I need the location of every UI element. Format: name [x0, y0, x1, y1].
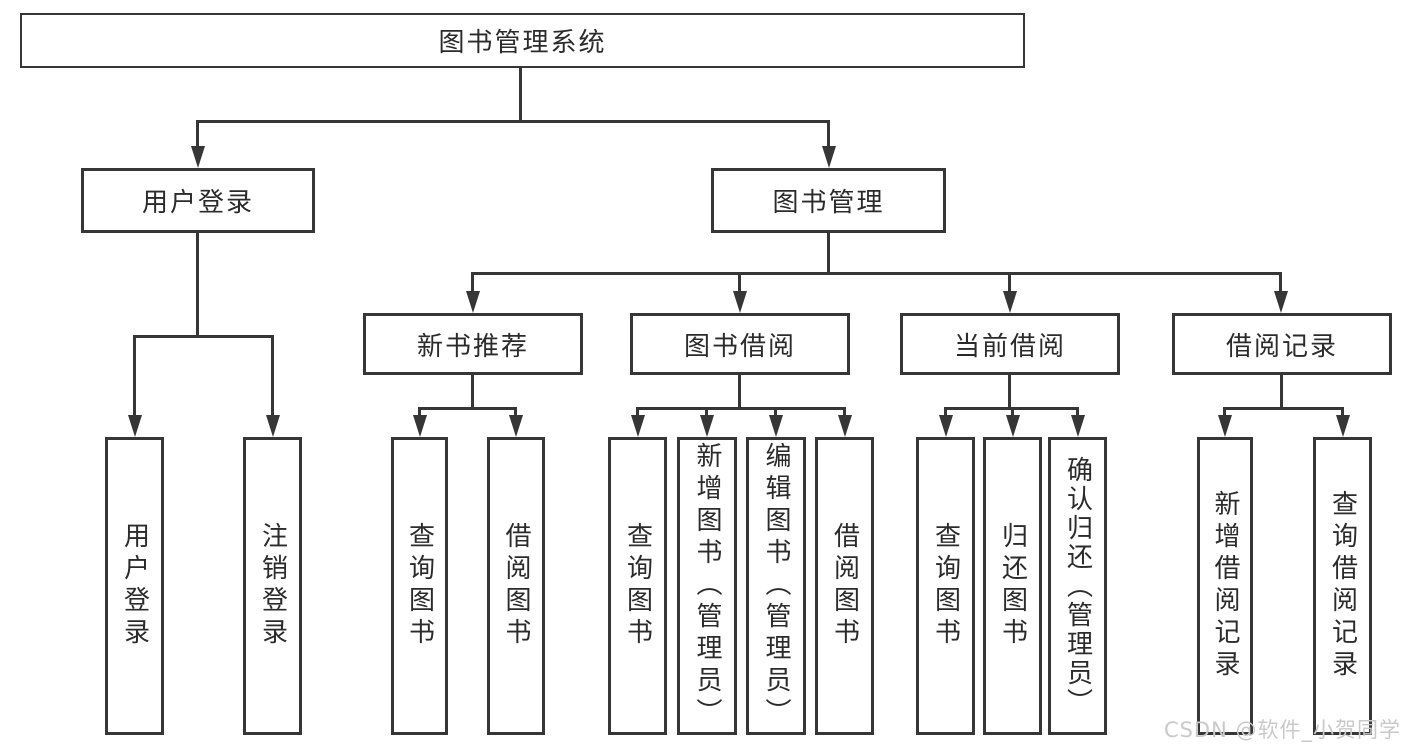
connector-line [197, 120, 830, 123]
node-label: 归还图书 [997, 522, 1028, 650]
leaf-query-books-borrowing: 查询图书 [608, 437, 667, 735]
node-label: 借阅图书 [501, 522, 531, 650]
arrowhead-icon [1003, 291, 1017, 313]
node-label: 图书借阅 [683, 331, 796, 362]
connector-line [1008, 272, 1011, 291]
connector-line [636, 407, 845, 410]
leaf-add-book-admin: 新增图书（管理员） [677, 437, 737, 735]
arrowhead-icon [1274, 291, 1288, 313]
connector-line [196, 233, 199, 335]
connector-line [418, 407, 517, 410]
node-label: 查询图书 [930, 522, 961, 650]
connector-line [471, 272, 474, 291]
connector-line [774, 407, 777, 415]
connector-line [1008, 375, 1011, 407]
connector-line [133, 335, 274, 338]
connector-line [514, 407, 517, 415]
node-label: 借阅记录 [1225, 331, 1338, 362]
connector-line [1223, 407, 1226, 415]
arrowhead-icon [509, 415, 523, 437]
leaf-query-books-current: 查询图书 [916, 437, 975, 735]
leaf-query-books-recommend: 查询图书 [391, 437, 448, 735]
connector-line [1280, 375, 1283, 407]
connector-line [1279, 272, 1282, 291]
connector-line [944, 407, 947, 415]
connector-line [1223, 407, 1343, 410]
arrowhead-icon [1006, 415, 1020, 437]
connector-line [519, 68, 522, 120]
node-label: 编辑图书（管理员） [761, 442, 791, 730]
node-book-management: 图书管理 [711, 168, 946, 233]
arrowhead-icon [128, 415, 142, 437]
arrowhead-icon [466, 291, 480, 313]
node-user-login: 用户登录 [81, 168, 315, 233]
node-label: 用户登录 [119, 522, 150, 650]
leaf-return-books: 归还图书 [983, 437, 1042, 735]
connector-line [1011, 407, 1014, 415]
connector-line [271, 335, 274, 415]
node-label: 注销登录 [257, 522, 288, 650]
arrowhead-icon [1336, 415, 1350, 437]
leaf-confirm-return-admin: 确认归还（管理员） [1048, 437, 1107, 735]
connector-line [705, 407, 708, 415]
connector-line [471, 375, 474, 407]
arrowhead-icon [939, 415, 953, 437]
connector-line [738, 375, 741, 407]
arrowhead-icon [631, 415, 645, 437]
arrowhead-icon [733, 291, 747, 313]
node-label: 确认归还（管理员） [1062, 455, 1093, 717]
arrowhead-icon [700, 415, 714, 437]
node-library-system: 图书管理系统 [20, 13, 1025, 68]
connector-line [636, 407, 639, 415]
connector-line [133, 335, 136, 415]
node-label: 当前借阅 [953, 331, 1066, 362]
node-label: 查询图书 [622, 522, 653, 650]
leaf-user-login: 用户登录 [105, 437, 164, 735]
arrowhead-icon [769, 415, 783, 437]
leaf-borrow-books-recommend: 借阅图书 [487, 437, 545, 735]
arrowhead-icon [413, 415, 427, 437]
node-label: 图书管理 [772, 188, 885, 218]
connector-line [738, 272, 741, 291]
node-new-book-recommend: 新书推荐 [363, 313, 583, 375]
leaf-add-borrow-record: 新增借阅记录 [1197, 437, 1253, 735]
arrowhead-icon [266, 415, 280, 437]
connector-line [1076, 407, 1079, 415]
arrowhead-icon [1071, 415, 1085, 437]
node-label: 借阅图书 [829, 522, 860, 650]
connector-line [827, 120, 830, 146]
arrowhead-icon [191, 146, 205, 168]
node-label: 图书管理系统 [438, 28, 607, 58]
node-label: 查询图书 [404, 522, 435, 650]
node-label: 用户登录 [141, 188, 254, 218]
connector-line [827, 233, 830, 272]
node-book-borrowing: 图书借阅 [630, 313, 850, 375]
connector-line [843, 407, 846, 415]
node-borrowing-records: 借阅记录 [1172, 313, 1392, 375]
leaf-borrow-books-borrowing: 借阅图书 [815, 437, 874, 735]
connector-line [1341, 407, 1344, 415]
node-label: 新增图书（管理员） [692, 442, 722, 730]
csdn-watermark: CSDN @软件_小贺同学 [1163, 718, 1401, 742]
node-label: 新增借阅记录 [1210, 490, 1240, 682]
arrowhead-icon [822, 146, 836, 168]
arrowhead-icon [838, 415, 852, 437]
node-label: 查询借阅记录 [1327, 490, 1358, 682]
leaf-logout: 注销登录 [243, 437, 302, 735]
node-current-borrowing: 当前借阅 [900, 313, 1120, 375]
connector-line [472, 272, 1282, 275]
connector-line [196, 120, 199, 146]
node-label: 新书推荐 [416, 331, 529, 362]
leaf-edit-book-admin: 编辑图书（管理员） [746, 437, 806, 735]
connector-line [418, 407, 421, 415]
leaf-query-borrow-record: 查询借阅记录 [1313, 437, 1372, 735]
arrowhead-icon [1218, 415, 1232, 437]
